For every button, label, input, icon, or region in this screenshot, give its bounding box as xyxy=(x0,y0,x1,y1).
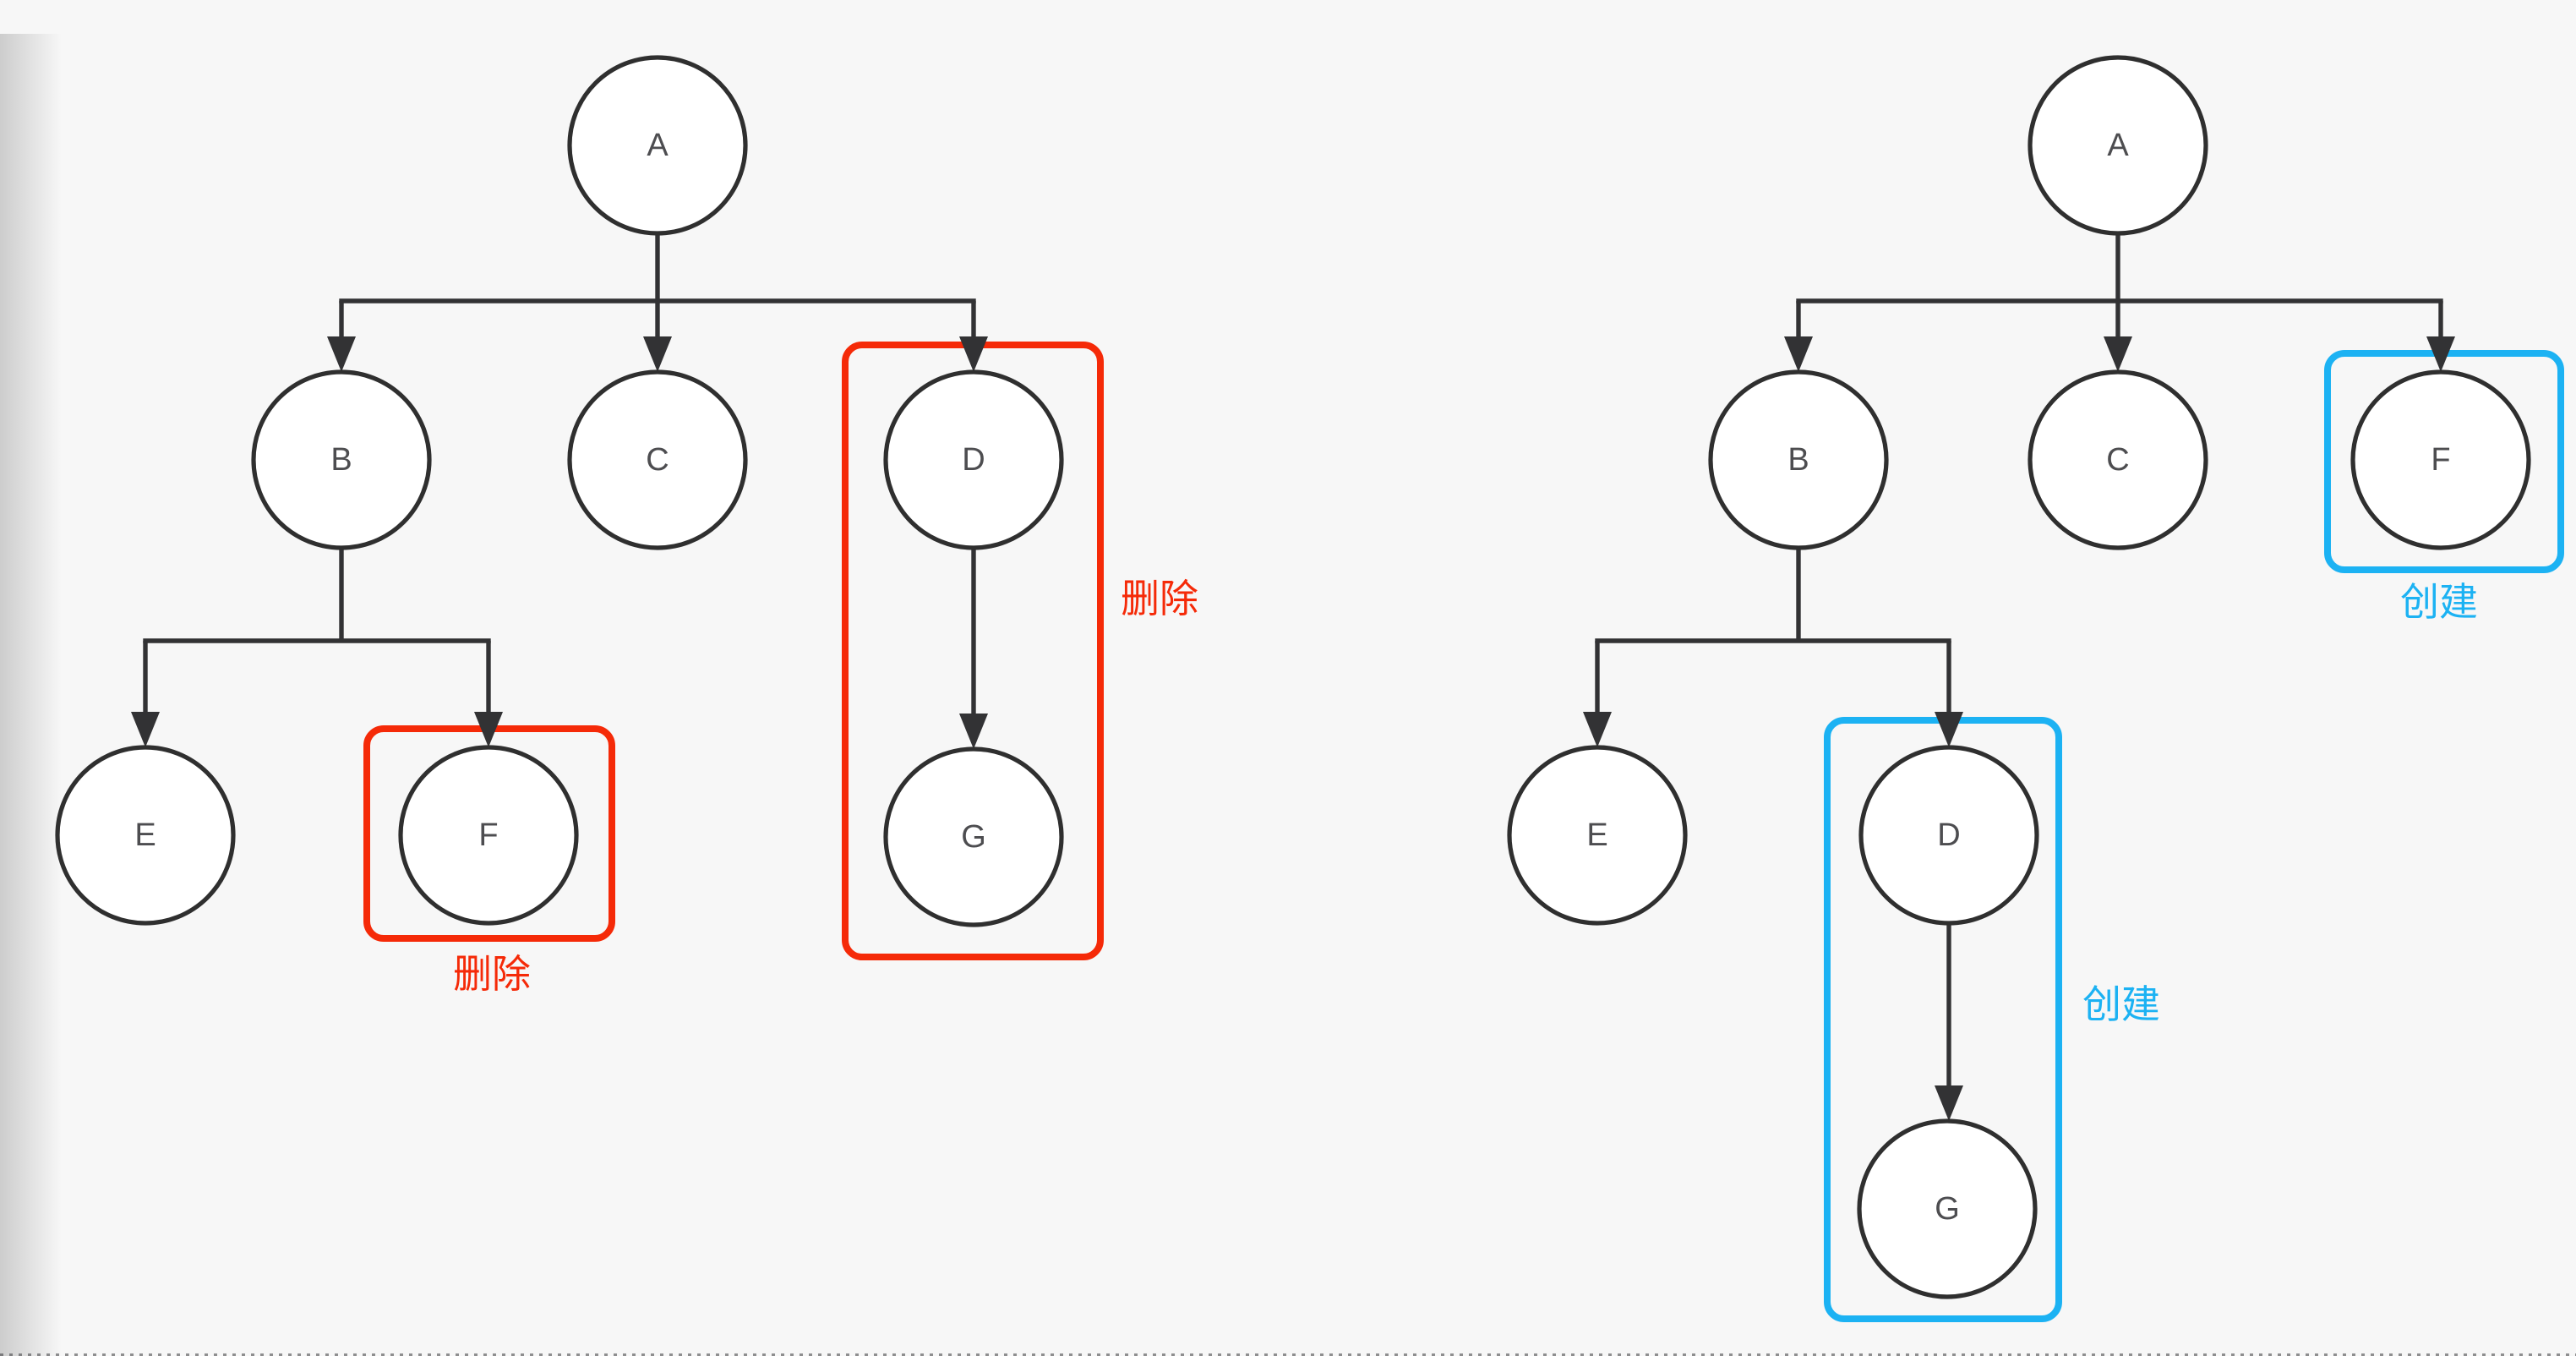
arrowhead-icon xyxy=(959,336,988,372)
arrowhead-icon xyxy=(1583,712,1612,747)
node-e-new-tree xyxy=(1507,745,1688,926)
arrowhead-icon xyxy=(1935,1085,1963,1121)
arrowhead-icon xyxy=(1784,336,1813,372)
arrowhead-icon xyxy=(327,336,356,372)
node-c-new-tree xyxy=(2028,369,2208,550)
node-g-new-tree xyxy=(1857,1118,2038,1299)
node-a-new-tree xyxy=(2028,55,2208,236)
node-label-f: F xyxy=(2431,442,2450,478)
node-label-g: G xyxy=(961,819,986,855)
node-label-c: C xyxy=(2106,442,2129,478)
node-label-b: B xyxy=(1787,442,1809,478)
create-label-node-f: 创建 xyxy=(2400,580,2478,624)
node-g-old-tree xyxy=(883,746,1064,927)
node-label-g: G xyxy=(1935,1191,1960,1227)
node-a-old-tree xyxy=(567,55,748,236)
node-label-e: E xyxy=(1586,817,1607,853)
arrowhead-icon xyxy=(2104,336,2132,372)
node-label-e: E xyxy=(134,817,156,853)
node-b-old-tree xyxy=(251,369,432,550)
arrowhead-icon xyxy=(131,712,160,747)
delete-label-subtree-dg: 删除 xyxy=(1121,577,1198,621)
node-f-new-tree xyxy=(2350,369,2531,550)
node-b-new-tree xyxy=(1708,369,1889,550)
arrowhead-icon xyxy=(959,714,988,749)
node-label-d: D xyxy=(962,442,985,478)
node-f-old-tree xyxy=(398,745,579,926)
arrowhead-icon xyxy=(474,712,503,747)
node-e-old-tree xyxy=(55,745,236,926)
arrowhead-icon xyxy=(2426,336,2455,372)
node-c-old-tree xyxy=(567,369,748,550)
arrowhead-icon xyxy=(1935,712,1963,747)
node-label-c: C xyxy=(646,442,669,478)
node-label-d: D xyxy=(1937,817,1960,853)
create-label-subtree-dg: 创建 xyxy=(2082,982,2160,1026)
node-label-b: B xyxy=(330,442,352,478)
node-label-a: A xyxy=(647,128,669,163)
node-label-a: A xyxy=(2107,128,2129,163)
arrowhead-icon xyxy=(643,336,672,372)
node-d-new-tree xyxy=(1858,745,2039,926)
node-label-f: F xyxy=(478,817,498,853)
delete-label-node-f: 删除 xyxy=(453,952,531,996)
node-d-old-tree xyxy=(883,369,1064,550)
